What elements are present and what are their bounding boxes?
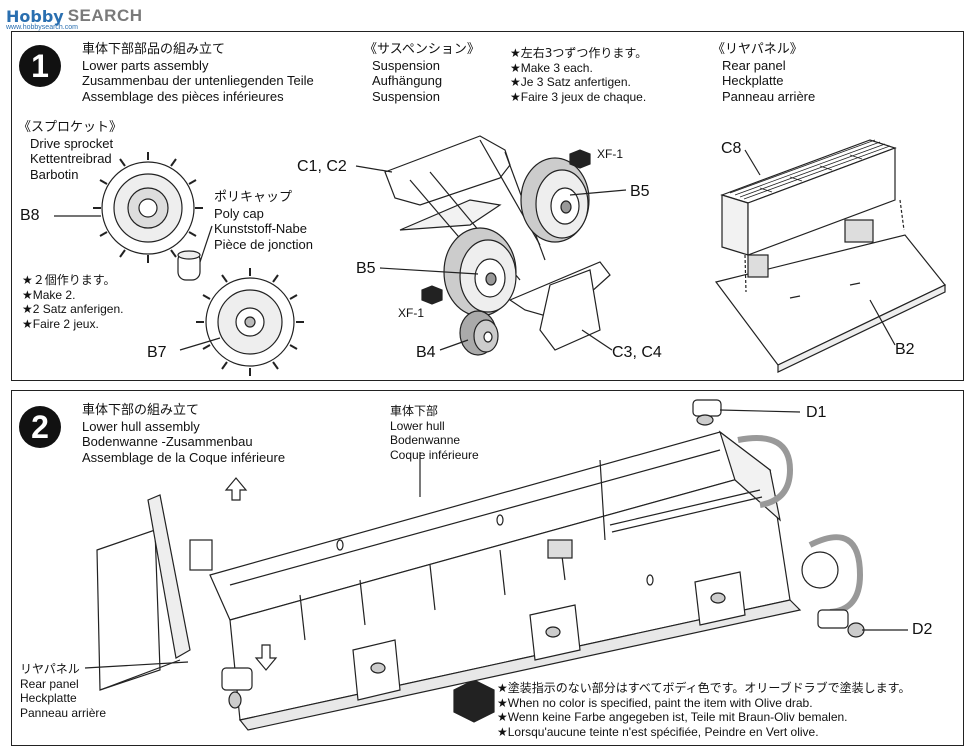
part-d1-label: D1 (806, 404, 827, 421)
suspension-icon (384, 135, 611, 351)
make2-en: ★Make 2. (22, 287, 76, 302)
make2-fr: ★Faire 2 jeux. (22, 316, 99, 331)
suspension-fr: Suspension (372, 88, 440, 104)
part-c1c2-label: C1, C2 (297, 158, 347, 175)
make3-fr: ★Faire 3 jeux de chaque. (510, 89, 647, 104)
rearpanel2-en: Rear panel (20, 676, 79, 691)
make2-de: ★2 Satz anferigen. (22, 302, 124, 316)
assembly-arrow-up-icon (224, 477, 248, 501)
sprocket-b7-icon (196, 268, 304, 376)
suspension-de: Aufhängung (372, 73, 443, 88)
make2-note: ★２個作ります。 ★Make 2. ★2 Satz anferigen. ★Fa… (22, 273, 123, 331)
step1-title: 車体下部部品の組み立て Lower parts assembly Zusamme… (82, 42, 314, 104)
polycap-caption: ポリキャップ Poly cap Kunststoff-Nabe Pièce de… (214, 190, 313, 252)
rearpanel2-de: Heckplatte (20, 691, 77, 705)
sprocket-jp: 《スプロケット》 (18, 120, 123, 135)
make3-note: ★左右3つずつ作ります。 ★Make 3 each. ★Je 3 Satz an… (510, 46, 647, 104)
polycap-fr: Pièce de jonction (214, 236, 314, 252)
lowerhull-fr: Coque inférieure (390, 447, 479, 462)
sprocket-de: Kettentreibrad (30, 151, 112, 166)
step1-title-de: Zusammenbau der untenliegenden Teile (82, 73, 314, 88)
part-d2-icon (817, 609, 865, 638)
part-b5a-label: B5 (630, 183, 650, 200)
rearpanel-jp: 《リヤパネル》 (712, 42, 803, 57)
suspension-jp: 《サスペンション》 (364, 42, 480, 57)
step1-number: 1 (19, 45, 61, 87)
lowerhull-de: Bodenwanne (390, 433, 461, 447)
sprocket-b8-icon (93, 152, 203, 263)
step2-number: 2 (19, 406, 61, 448)
paint-note: ★塗装指示のない部分はすべてボディ色です。オリーブドラブで塗装します。 ★Whe… (497, 681, 910, 739)
step2-title-jp: 車体下部の組み立て (82, 403, 200, 418)
step2-title-fr: Assemblage de la Coque inférieure (82, 449, 286, 465)
wheel-b5-lower-icon (443, 227, 517, 317)
rearpanel2-jp: リヤパネル (20, 662, 80, 676)
watermark-text: SEARCH (67, 6, 143, 25)
make2-jp: ★２個作ります。 (22, 273, 116, 287)
part-b4-label: B4 (416, 344, 436, 361)
step1-title-jp: 車体下部部品の組み立て (82, 42, 226, 57)
rear-panel-box-icon (96, 494, 191, 691)
make3-jp: ★左右3つずつ作ります。 (510, 46, 648, 60)
sprocket-caption: 《スプロケット》 Drive sprocket Kettentreibrad B… (18, 120, 122, 182)
part-xf1a-label: XF-1 (597, 147, 624, 161)
step2-title-en: Lower hull assembly (82, 418, 200, 434)
part-d1-icon (692, 399, 722, 426)
polycap-jp: ポリキャップ (214, 190, 293, 205)
polycap-en: Poly cap (214, 205, 264, 221)
rearpanel-caption: 《リヤパネル》 Rear panel Heckplatte Panneau ar… (712, 42, 815, 104)
polycap-icon (177, 250, 201, 281)
paint-note-jp: ★塗装指示のない部分はすべてボディ色です。オリーブドラブで塗装します。 (497, 681, 911, 695)
make3-en: ★Make 3 each. (510, 60, 593, 75)
watermark-url: www.hobbysearch.com (6, 24, 78, 31)
rear-bracket-icon (189, 539, 253, 709)
rearpanel-de: Heckplatte (722, 73, 784, 88)
paint-marker-hex-icon (453, 679, 495, 723)
paint-marker-xf1-a-icon (569, 149, 591, 169)
wheel-b4-icon (459, 310, 499, 356)
watermark-logo: Hobby (6, 6, 64, 26)
step2-title-de: Bodenwanne -Zusammenbau (82, 434, 253, 449)
lowerhull-en: Lower hull (390, 418, 445, 433)
rear-panel-b2-icon (714, 219, 946, 373)
part-b8-label: B8 (20, 207, 40, 224)
sprocket-en: Drive sprocket (30, 135, 114, 151)
part-d2-label: D2 (912, 621, 933, 638)
suspension-caption: 《サスペンション》 Suspension Aufhängung Suspensi… (364, 42, 480, 104)
paint-note-en: ★When no color is specified, paint the i… (497, 695, 813, 710)
paint-note-fr: ★Lorsqu'aucune teinte n'est spécifiée, P… (497, 724, 819, 739)
step1-title-fr: Assemblage des pièces inférieures (82, 88, 284, 104)
part-xf1b-label: XF-1 (398, 306, 425, 320)
watermark: Hobby SEARCH (6, 4, 143, 28)
front-hook-icon (737, 435, 864, 615)
part-b5b-label: B5 (356, 260, 376, 277)
suspension-mounts-icon (352, 571, 746, 701)
lowerhull-caption: 車体下部 Lower hull Bodenwanne Coque inférie… (390, 404, 479, 462)
step2-title: 車体下部の組み立て Lower hull assembly Bodenwanne… (82, 403, 285, 465)
paint-note-de: ★Wenn keine Farbe angegeben ist, Teile m… (497, 710, 848, 724)
paint-marker-xf1-b-icon (421, 285, 443, 305)
polycap-de: Kunststoff-Nabe (214, 221, 307, 236)
rearpanel-fr: Panneau arrière (722, 88, 816, 104)
assembly-arrow-down-icon (254, 644, 278, 671)
rearpanel2-caption: リヤパネル Rear panel Heckplatte Panneau arri… (20, 662, 106, 720)
part-c8-label: C8 (721, 140, 742, 157)
rearpanel2-fr: Panneau arrière (20, 705, 107, 720)
make3-de: ★Je 3 Satz anfertigen. (510, 75, 631, 89)
part-b2-label: B2 (895, 341, 915, 358)
lowerhull-jp: 車体下部 (390, 404, 439, 418)
wheel-b5-upper-icon (520, 157, 590, 243)
sprocket-fr: Barbotin (30, 166, 79, 182)
step1-title-en: Lower parts assembly (82, 57, 209, 73)
part-c3c4-label: C3, C4 (612, 344, 662, 361)
part-b7-label: B7 (147, 344, 167, 361)
rear-panel-c8-icon (720, 139, 897, 256)
suspension-en: Suspension (372, 57, 440, 73)
rearpanel-en: Rear panel (722, 57, 786, 73)
